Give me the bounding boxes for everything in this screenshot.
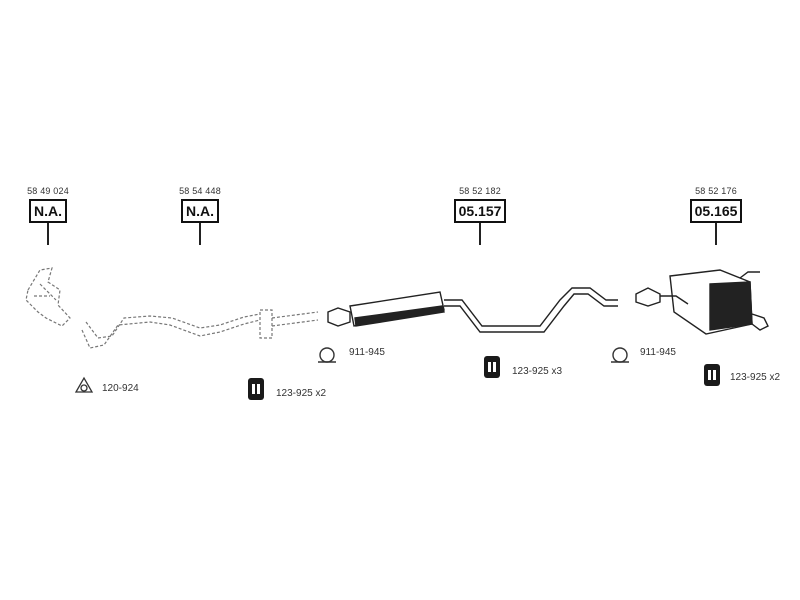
accessory-label-clamp: 911-945	[640, 347, 676, 358]
accessory-label-gasket: 120-924	[102, 383, 139, 394]
oem-number: 58 52 176	[695, 186, 737, 196]
gasket-icon	[74, 376, 94, 393]
part-callout-centre-silencer[interactable]: 58 52 182 05.157	[440, 186, 520, 245]
part-code: 05.165	[689, 199, 743, 223]
part-code: N.A.	[29, 199, 67, 223]
callout-leader	[479, 223, 481, 245]
front-pipe-drawing	[25, 267, 319, 349]
callout-leader	[47, 223, 49, 245]
oem-number: 58 49 024	[27, 186, 69, 196]
part-code: 05.157	[453, 199, 507, 223]
oem-number: 58 52 182	[459, 186, 501, 196]
rubber-mount-icon	[704, 364, 720, 386]
rear-silencer-drawing	[635, 269, 769, 335]
accessory-label-clamp: 911-945	[349, 347, 385, 358]
rubber-mount-icon	[484, 356, 500, 378]
centre-silencer-drawing	[327, 287, 618, 333]
callout-leader	[715, 223, 717, 245]
oem-number: 58 54 448	[179, 186, 221, 196]
accessory-label-mount: 123-925 x2	[730, 372, 781, 383]
accessory-label-mount: 123-925 x2	[276, 388, 327, 399]
clamp-icon	[318, 347, 336, 363]
callout-leader	[199, 223, 201, 245]
clamp-icon	[611, 347, 629, 363]
part-callout-intermediate-pipe[interactable]: 58 54 448 N.A.	[160, 186, 240, 245]
rubber-mount-icon	[248, 378, 264, 400]
accessory-label-mount: 123-925 x3	[512, 366, 563, 377]
part-callout-rear-silencer[interactable]: 58 52 176 05.165	[676, 186, 756, 245]
part-code: N.A.	[181, 199, 219, 223]
part-callout-front-pipe[interactable]: 58 49 024 N.A.	[8, 186, 88, 245]
